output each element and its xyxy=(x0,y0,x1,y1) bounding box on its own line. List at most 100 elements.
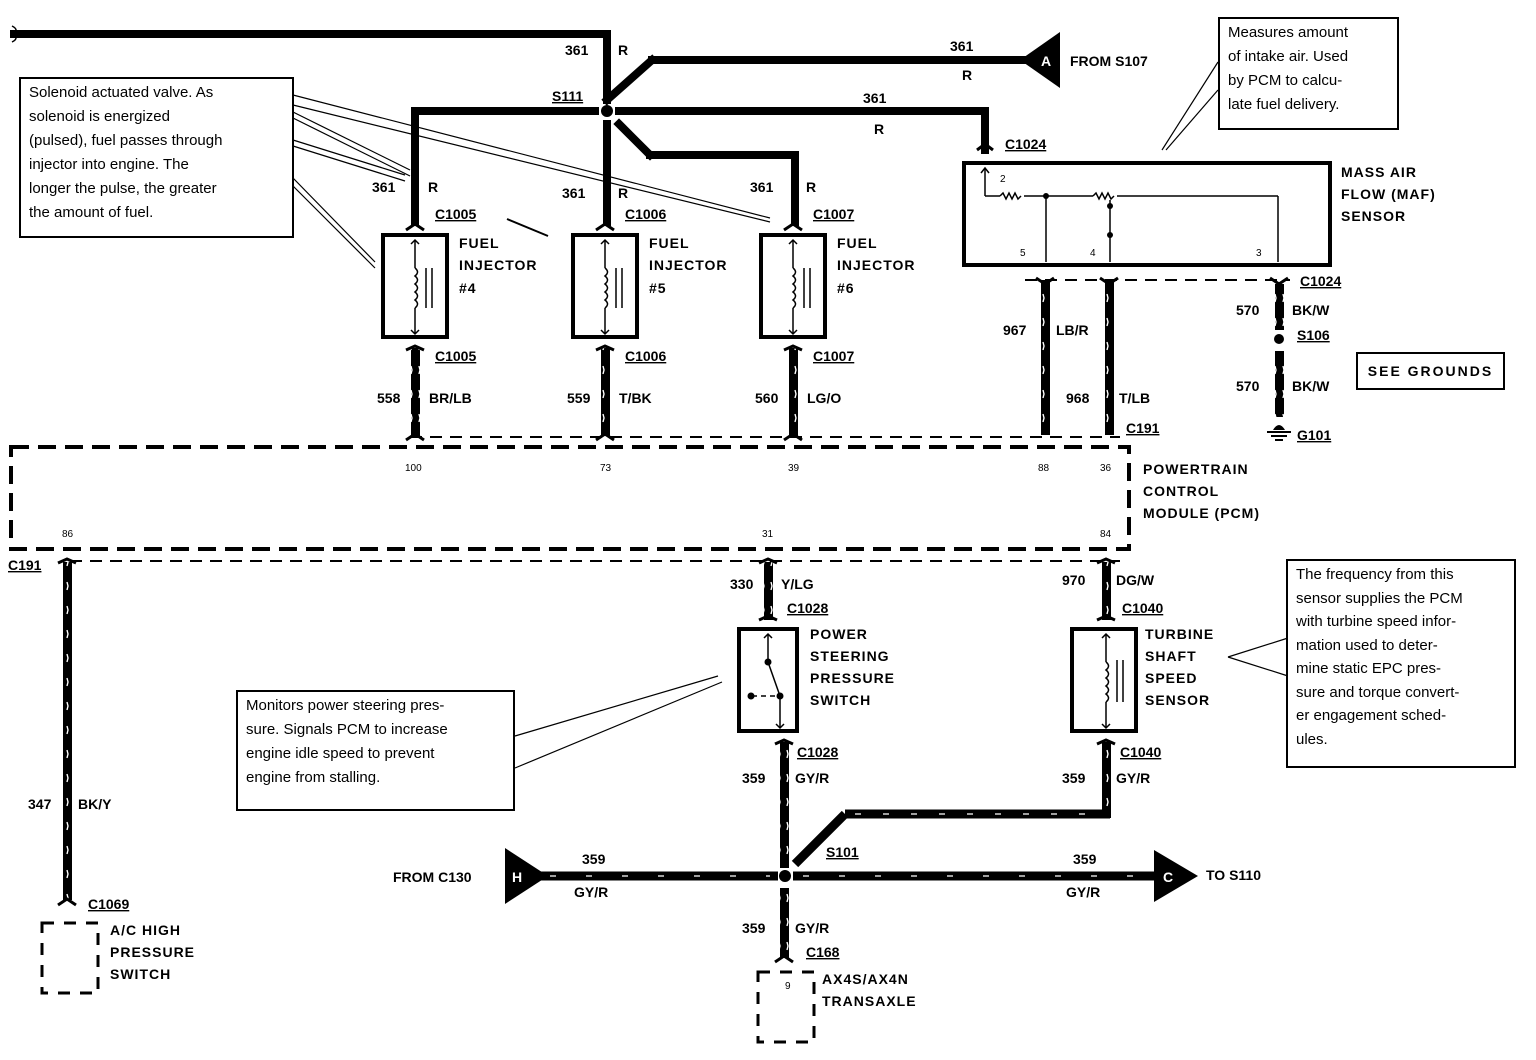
wire-number: 359 xyxy=(742,770,766,786)
offpage-connector-h: H xyxy=(505,848,548,904)
connector-c1024-bottom: C1024 xyxy=(1300,273,1341,289)
note-line: by PCM to calcu- xyxy=(1228,72,1343,89)
injector-label: FUEL xyxy=(459,235,500,251)
connector-terminals xyxy=(774,954,794,964)
connector-c1006-top: C1006 xyxy=(625,206,666,222)
wire-number: 361 xyxy=(562,185,586,201)
pcm-pin: 100 xyxy=(405,463,422,474)
wire-559 xyxy=(601,348,610,436)
wire-361-main xyxy=(10,30,1034,226)
wire-number: 558 xyxy=(377,390,401,406)
connector-c1069: C1069 xyxy=(88,896,129,912)
pcm-label: MODULE (PCM) xyxy=(1143,505,1260,521)
wire-number: 330 xyxy=(730,576,754,592)
wire-359-ps xyxy=(780,742,789,868)
pcm-module-outline xyxy=(9,445,1131,551)
note-line: sensor supplies the PCM xyxy=(1296,589,1463,607)
wire-color: R xyxy=(618,42,628,58)
wire-break-icon xyxy=(10,25,17,43)
splice-s111-label: S111 xyxy=(552,88,583,104)
connector-c1005-top: C1005 xyxy=(435,206,476,222)
wire-number: 359 xyxy=(1062,770,1086,786)
pcm-pin: 36 xyxy=(1100,463,1112,474)
injector-number: #6 xyxy=(837,280,855,296)
pin-number: 5 xyxy=(1020,248,1026,259)
maf-sensor: 2 5 4 3 xyxy=(962,142,1332,267)
wire-570-b xyxy=(1275,351,1284,417)
wire-330 xyxy=(764,562,773,620)
wire-number: 559 xyxy=(567,390,591,406)
wire-560 xyxy=(789,348,798,436)
wire-number: 361 xyxy=(372,179,396,195)
maf-label: MASS AIR xyxy=(1341,164,1417,180)
wire-color: BK/Y xyxy=(78,796,112,812)
connector-terminals xyxy=(57,557,77,907)
wire-color: GY/R xyxy=(795,920,829,936)
offpage-connector-c: C xyxy=(1154,850,1198,902)
wire-color: Y/LG xyxy=(781,576,814,592)
connector-terminals xyxy=(758,557,778,622)
note-line: ules. xyxy=(1296,730,1328,748)
note-maf: Measures amount of intake air. Used by P… xyxy=(1218,17,1399,130)
connector-c1028-bottom: C1028 xyxy=(797,744,838,760)
ps-note-leader xyxy=(514,675,723,769)
wire-970 xyxy=(1102,562,1111,620)
connector-c191: C191 xyxy=(1126,420,1160,436)
ps-switch-label: PRESSURE xyxy=(810,670,895,686)
offpage-a-label: FROM S107 xyxy=(1070,53,1148,69)
maf-note-leader xyxy=(1161,61,1219,151)
connector-c1005-bottom: C1005 xyxy=(435,348,476,364)
wire-color: T/LB xyxy=(1119,390,1150,406)
connector-terminals xyxy=(1096,738,1116,746)
wire-967 xyxy=(1041,280,1050,435)
wire-color: GY/R xyxy=(1116,770,1150,786)
maf-label: FLOW (MAF) xyxy=(1341,186,1436,202)
note-tss: The frequency from this sensor supplies … xyxy=(1286,559,1516,768)
note-line: the amount of fuel. xyxy=(29,204,154,221)
note-line: with turbine speed infor- xyxy=(1296,613,1457,630)
wire-color: R xyxy=(874,121,884,137)
maf-label: SENSOR xyxy=(1341,208,1406,224)
svg-text:C: C xyxy=(1163,869,1173,885)
wire-number: 967 xyxy=(1003,322,1027,338)
tss-label: TURBINE xyxy=(1145,626,1214,642)
injector-label: INJECTOR xyxy=(837,257,916,273)
ground-icon xyxy=(1267,425,1291,441)
wire-color: T/BK xyxy=(619,390,652,406)
see-grounds-button[interactable]: SEE GROUNDS xyxy=(1356,352,1505,390)
wire-color: R xyxy=(806,179,816,195)
ps-switch-label: STEERING xyxy=(810,648,890,664)
connector-c1007-top: C1007 xyxy=(813,206,854,222)
note-line: The frequency from this xyxy=(1296,566,1454,583)
wire-570-a xyxy=(1275,284,1284,330)
pcm-label: CONTROL xyxy=(1143,483,1219,499)
note-line: (pulsed), fuel passes through xyxy=(29,132,223,149)
wire-359-tss xyxy=(1102,742,1111,818)
injector-label: FUEL xyxy=(649,235,690,251)
note-injector: Solenoid actuated valve. As solenoid is … xyxy=(19,77,294,238)
splice-s101-label: S101 xyxy=(826,844,859,860)
connector-terminals xyxy=(1096,557,1116,622)
offpage-h-label: FROM C130 xyxy=(393,869,472,885)
connector-c191-left: C191 xyxy=(8,557,42,573)
splice-s111-dot xyxy=(601,105,613,117)
offpage-c-label: TO S110 xyxy=(1206,867,1261,883)
pin-number: 4 xyxy=(1090,248,1096,259)
wire-color: GY/R xyxy=(795,770,829,786)
pcm-label: POWERTRAIN xyxy=(1143,461,1249,477)
ac-switch-outline xyxy=(40,921,100,995)
wire-color: LB/R xyxy=(1056,322,1089,338)
note-line: engine idle speed to prevent xyxy=(246,745,435,762)
note-line: Monitors power steering pres- xyxy=(246,697,445,714)
ground-g101-label: G101 xyxy=(1297,427,1331,443)
ac-switch-label: A/C HIGH xyxy=(110,922,181,938)
pcm-pin: 86 xyxy=(62,529,74,540)
tss-label: SENSOR xyxy=(1145,692,1210,708)
wire-347 xyxy=(63,562,72,900)
wire-number: 359 xyxy=(742,920,766,936)
wire-color: GY/R xyxy=(574,884,608,900)
splice-s106-dot xyxy=(1274,334,1284,344)
tss-label: SPEED xyxy=(1145,670,1197,686)
connector-c1028-top: C1028 xyxy=(787,600,828,616)
